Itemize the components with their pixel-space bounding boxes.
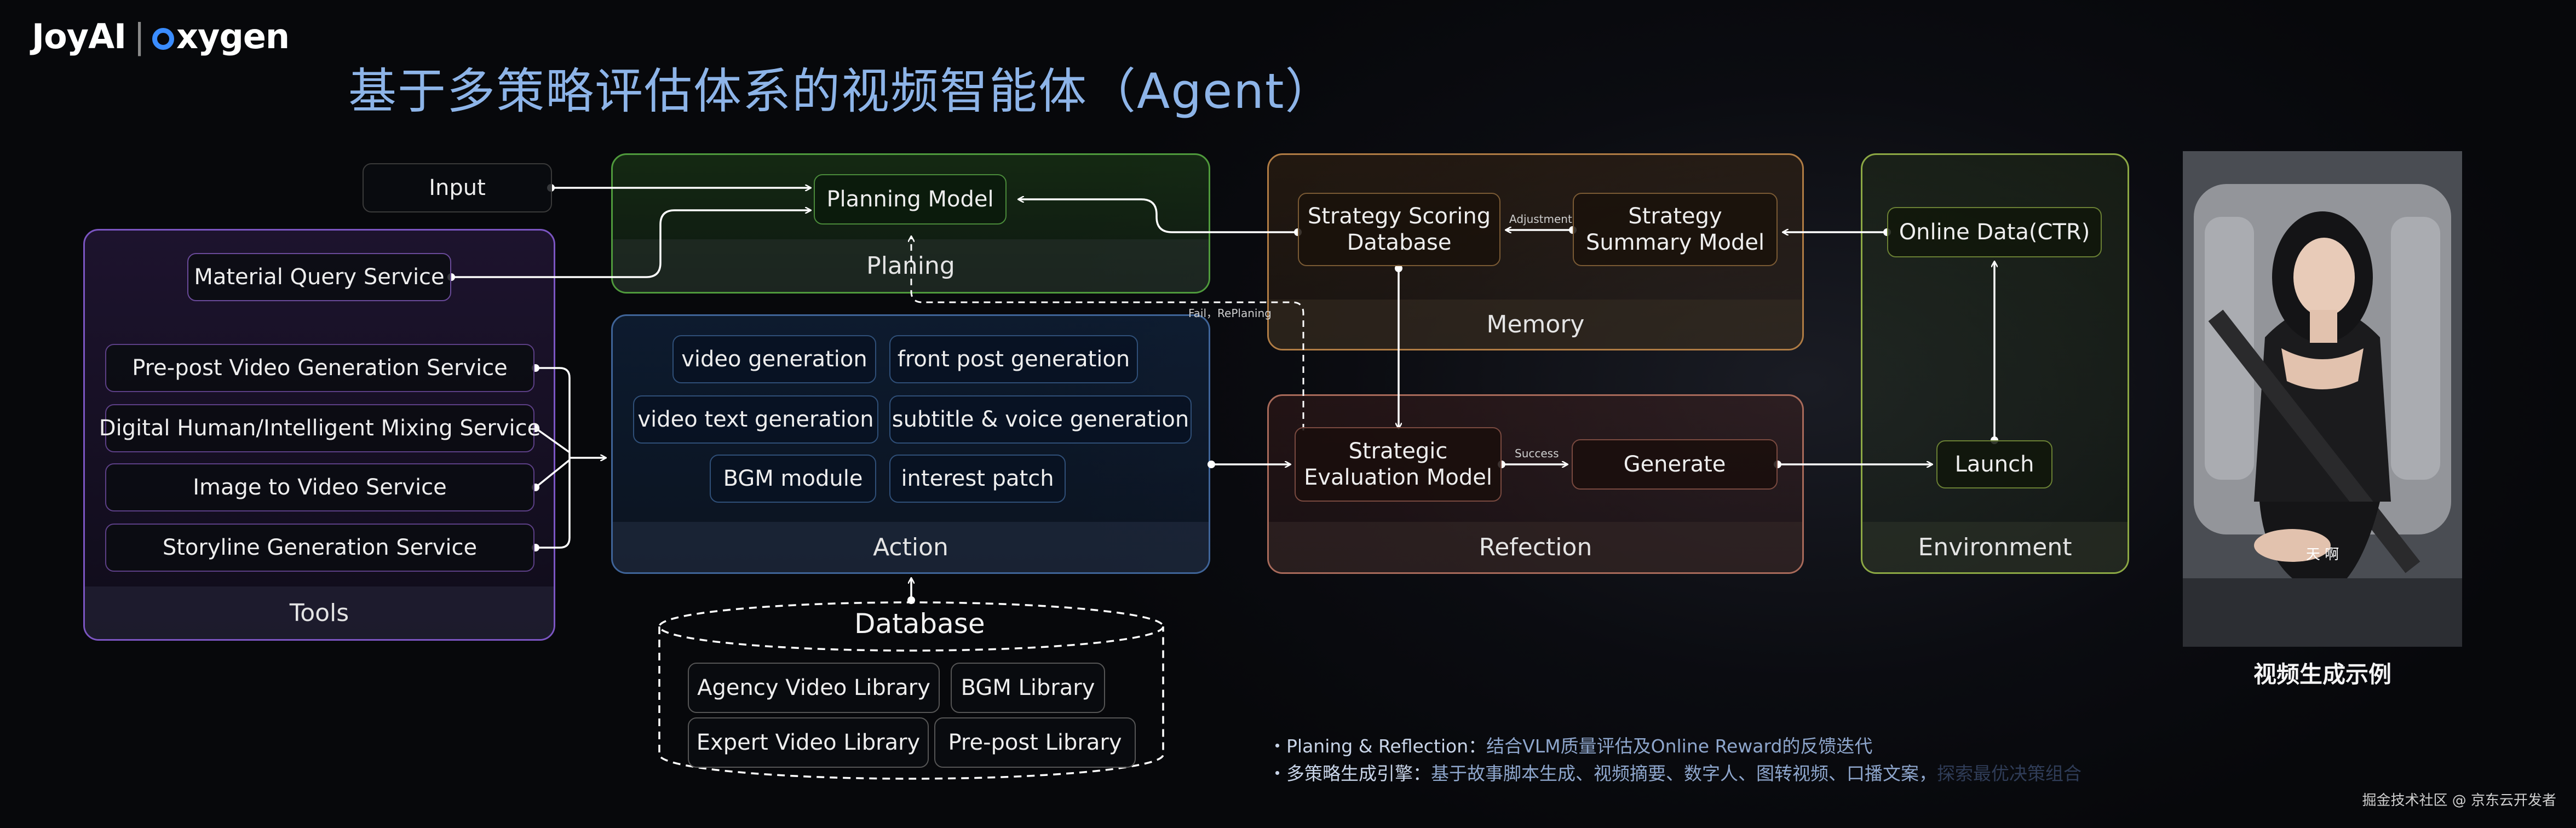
database-cylinder [658,601,1164,780]
bullet-2-text: 基于故事脚本生成、视频摘要、数字人、图转视频、口播文案， [1431,763,1937,784]
bullet-1-text: 结合VLM质量评估及Online Reward的反馈迭代 [1486,735,1873,757]
environment-caption: Environment [1862,522,2128,572]
watermark: 掘金技术社区 @ 京东云开发者 [2362,792,2556,809]
online-data-ctr: Online Data(CTR) [1887,207,2102,257]
brand-joyai: JoyAI [32,16,127,56]
edge-memory-planning [1019,199,1298,233]
tool-service-3: Image to Video Service [105,463,534,511]
reflection-caption: Refection [1269,522,1802,572]
page-title: 基于多策略评估体系的视频智能体（Agent） [348,63,1335,119]
generate-node: Generate [1572,439,1778,490]
action-interest-patch: interest patch [889,455,1066,503]
action-video-text-generation: video text generation [633,395,878,444]
bullet-2-faded: 探索最优决策组合 [1937,763,2082,784]
adjustment-label: Adjustment [1509,212,1572,226]
example-overlay-text: 天 啊 [2305,547,2339,563]
bullet-2: ・多策略生成引擎：基于故事脚本生成、视频摘要、数字人、图转视频、口播文案，探索最… [1268,760,2082,787]
database-caption: Database [854,608,985,640]
strategy-scoring-database: Strategy Scoring Database [1298,193,1500,266]
bullet-1: ・Planing & Reflection：结合VLM质量评估及Online R… [1268,733,2082,760]
action-bgm-module: BGM module [710,455,876,503]
brand-oxygen: xygen [176,16,290,56]
action-video-generation: video generation [672,335,876,383]
oxygen-o-icon [152,28,175,50]
bullet-notes: ・Planing & Reflection：结合VLM质量评估及Online R… [1268,733,2082,787]
material-query-service: Material Query Service [187,253,451,301]
strategy-summary-model: Strategy Summary Model [1573,193,1778,266]
edge-tools-bracket [536,367,571,549]
memory-caption: Memory [1269,300,1802,349]
db-agency-video-library: Agency Video Library [688,663,940,713]
brand-divider: | [134,16,145,56]
launch-node: Launch [1936,440,2052,488]
edge-material-planning [451,210,810,278]
brand-logo: JoyAI| xygen [32,16,290,56]
example-person-illustration [2183,151,2462,647]
edge-fail-replanning [911,237,1304,430]
bullet-2-lead: ・多策略生成引擎： [1268,763,1431,784]
input-node: Input [363,163,552,212]
db-bgm-library: BGM Library [951,663,1105,713]
action-subtitle-voice-generation: subtitle & voice generation [889,395,1192,444]
tools-caption: Tools [85,586,554,639]
fail-label: Fail，RePlaning [1188,307,1272,320]
tool-service-1: Pre-post Video Generation Service [105,344,534,392]
db-pre-post-library: Pre-post Library [934,717,1136,768]
action-caption: Action [613,522,1209,572]
tool-service-4: Storyline Generation Service [105,524,534,572]
action-front-post-generation: front post generation [889,335,1138,383]
example-caption: 视频生成示例 [2253,661,2391,688]
strategic-evaluation-model: Strategic Evaluation Model [1295,427,1502,502]
bullet-1-lead: ・Planing & Reflection： [1268,735,1487,757]
example-video-frame: 天 啊 [2183,151,2462,647]
tool-service-2: Digital Human/Intelligent Mixing Service [99,404,540,452]
success-label: Success [1515,447,1559,460]
db-expert-video-library: Expert Video Library [688,717,929,768]
planning-model: Planning Model [814,174,1007,225]
